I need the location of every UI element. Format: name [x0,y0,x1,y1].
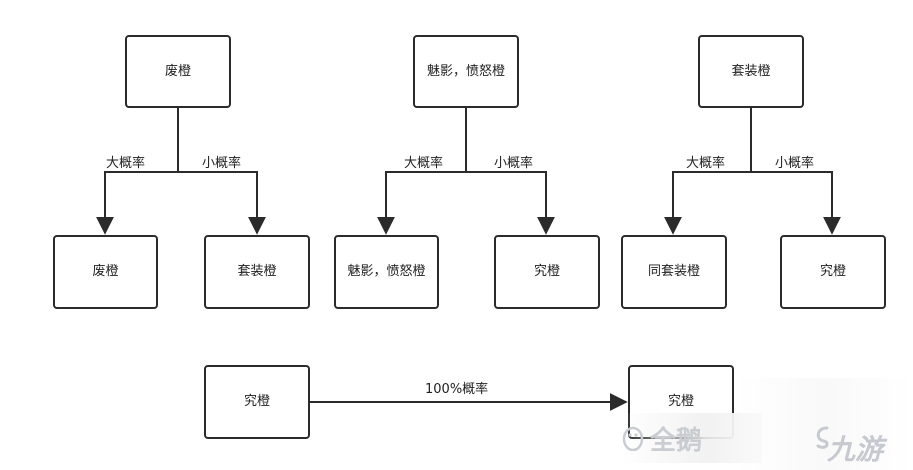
group3-right-child-node: 究橙 [780,235,886,309]
group3-left-child-node: 同套装橙 [621,235,727,309]
group1-left-edge-label: 大概率 [106,156,146,171]
group1-right-edge-label: 小概率 [202,156,242,171]
right-watermark: 九游 [735,378,913,470]
group3-root-node: 套装橙 [698,35,804,108]
group1-right-child-node: 套装橙 [204,235,310,309]
group2-right-arrow [466,171,555,235]
node-label: 套装橙 [731,63,771,79]
watermark-text: 全鹅 [650,425,703,456]
group1-right-arrow [178,171,266,235]
group1-root-node: 废橙 [125,35,231,108]
watermark-text: 九游 [827,433,884,466]
group2-right-edge-label: 小概率 [494,156,534,171]
node-label: 魅影，愤怒橙 [426,63,505,79]
group1-left-child-node: 废橙 [53,235,158,309]
node-label: 究橙 [819,264,846,280]
group3-right-edge-label: 小概率 [775,156,815,171]
group1-left-arrow [96,171,178,235]
group2-left-child-node: 魅影，愤怒橙 [334,235,439,309]
group3-left-arrow [664,171,751,235]
node-label: 魅影，愤怒橙 [347,264,426,280]
node-label: 同套装橙 [647,264,700,280]
final-edge-label: 100%概率 [425,382,489,397]
group2-root-node: 魅影，愤怒橙 [413,35,519,108]
final-source-node: 究橙 [204,365,310,439]
group2-right-child-node: 究橙 [494,235,600,309]
group2-left-arrow [377,171,466,235]
node-label: 废橙 [92,264,119,280]
group3-left-edge-label: 大概率 [686,156,726,171]
node-label: 套装橙 [237,264,277,280]
node-label: 究橙 [243,394,270,410]
ninegame-logo-icon [816,426,829,449]
penguin-icon [622,426,644,451]
node-label: 究橙 [533,264,560,280]
group3-right-arrow [751,171,841,235]
group2-left-edge-label: 大概率 [404,156,444,171]
node-label: 废橙 [164,63,191,79]
node-label: 究橙 [667,394,694,410]
